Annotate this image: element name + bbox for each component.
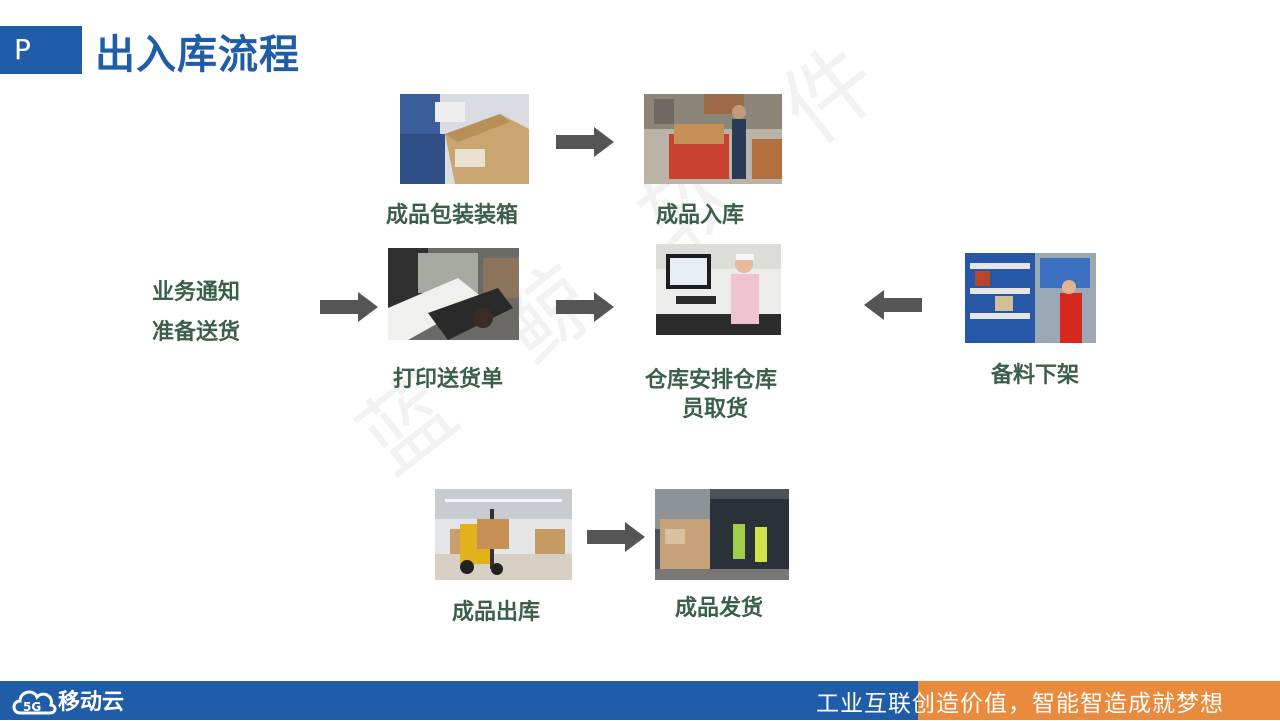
forklift-photo: [435, 489, 572, 580]
footer-bar: [0, 681, 918, 720]
arrow-right-icon: [556, 127, 614, 157]
step-packing-label: 成品包装装箱: [386, 203, 519, 228]
step-warehousing-label: 成品入库: [656, 203, 745, 228]
cloud-5g-logo-icon: 5G: [10, 683, 58, 717]
footer-logo-text: 移动云: [58, 690, 125, 715]
section-badge: P: [0, 26, 82, 74]
page-title: 出入库流程: [95, 32, 300, 78]
step-unshelf-label: 备料下架: [991, 363, 1080, 388]
footer-accent-bar: [918, 681, 1280, 720]
step-notice-line2: 准备送货: [152, 320, 241, 345]
step-arrange-line1: 仓库安排仓库: [645, 368, 778, 393]
clerk-computer-photo: [656, 244, 781, 335]
step-notice-line1: 业务通知: [152, 280, 241, 305]
footer-slogan: 工业互联创造价值，智能智造成就梦想: [816, 691, 1224, 717]
step-print-slip-label: 打印送货单: [393, 367, 504, 392]
arrow-right-icon: [556, 292, 614, 322]
step-arrange-line2: 员取货: [682, 397, 749, 422]
arrow-left-icon: [864, 290, 922, 320]
step-ship-label: 成品发货: [675, 596, 764, 621]
svg-text:5G: 5G: [23, 700, 41, 714]
step-outbound-label: 成品出库: [452, 600, 541, 625]
warehousing-photo: [644, 94, 782, 184]
shelf-photo: [965, 253, 1096, 343]
arrow-right-icon: [320, 292, 378, 322]
packing-photo: [400, 94, 529, 184]
printer-photo: [388, 248, 519, 340]
arrow-right-icon: [587, 522, 645, 552]
shipping-photo: [655, 489, 789, 580]
